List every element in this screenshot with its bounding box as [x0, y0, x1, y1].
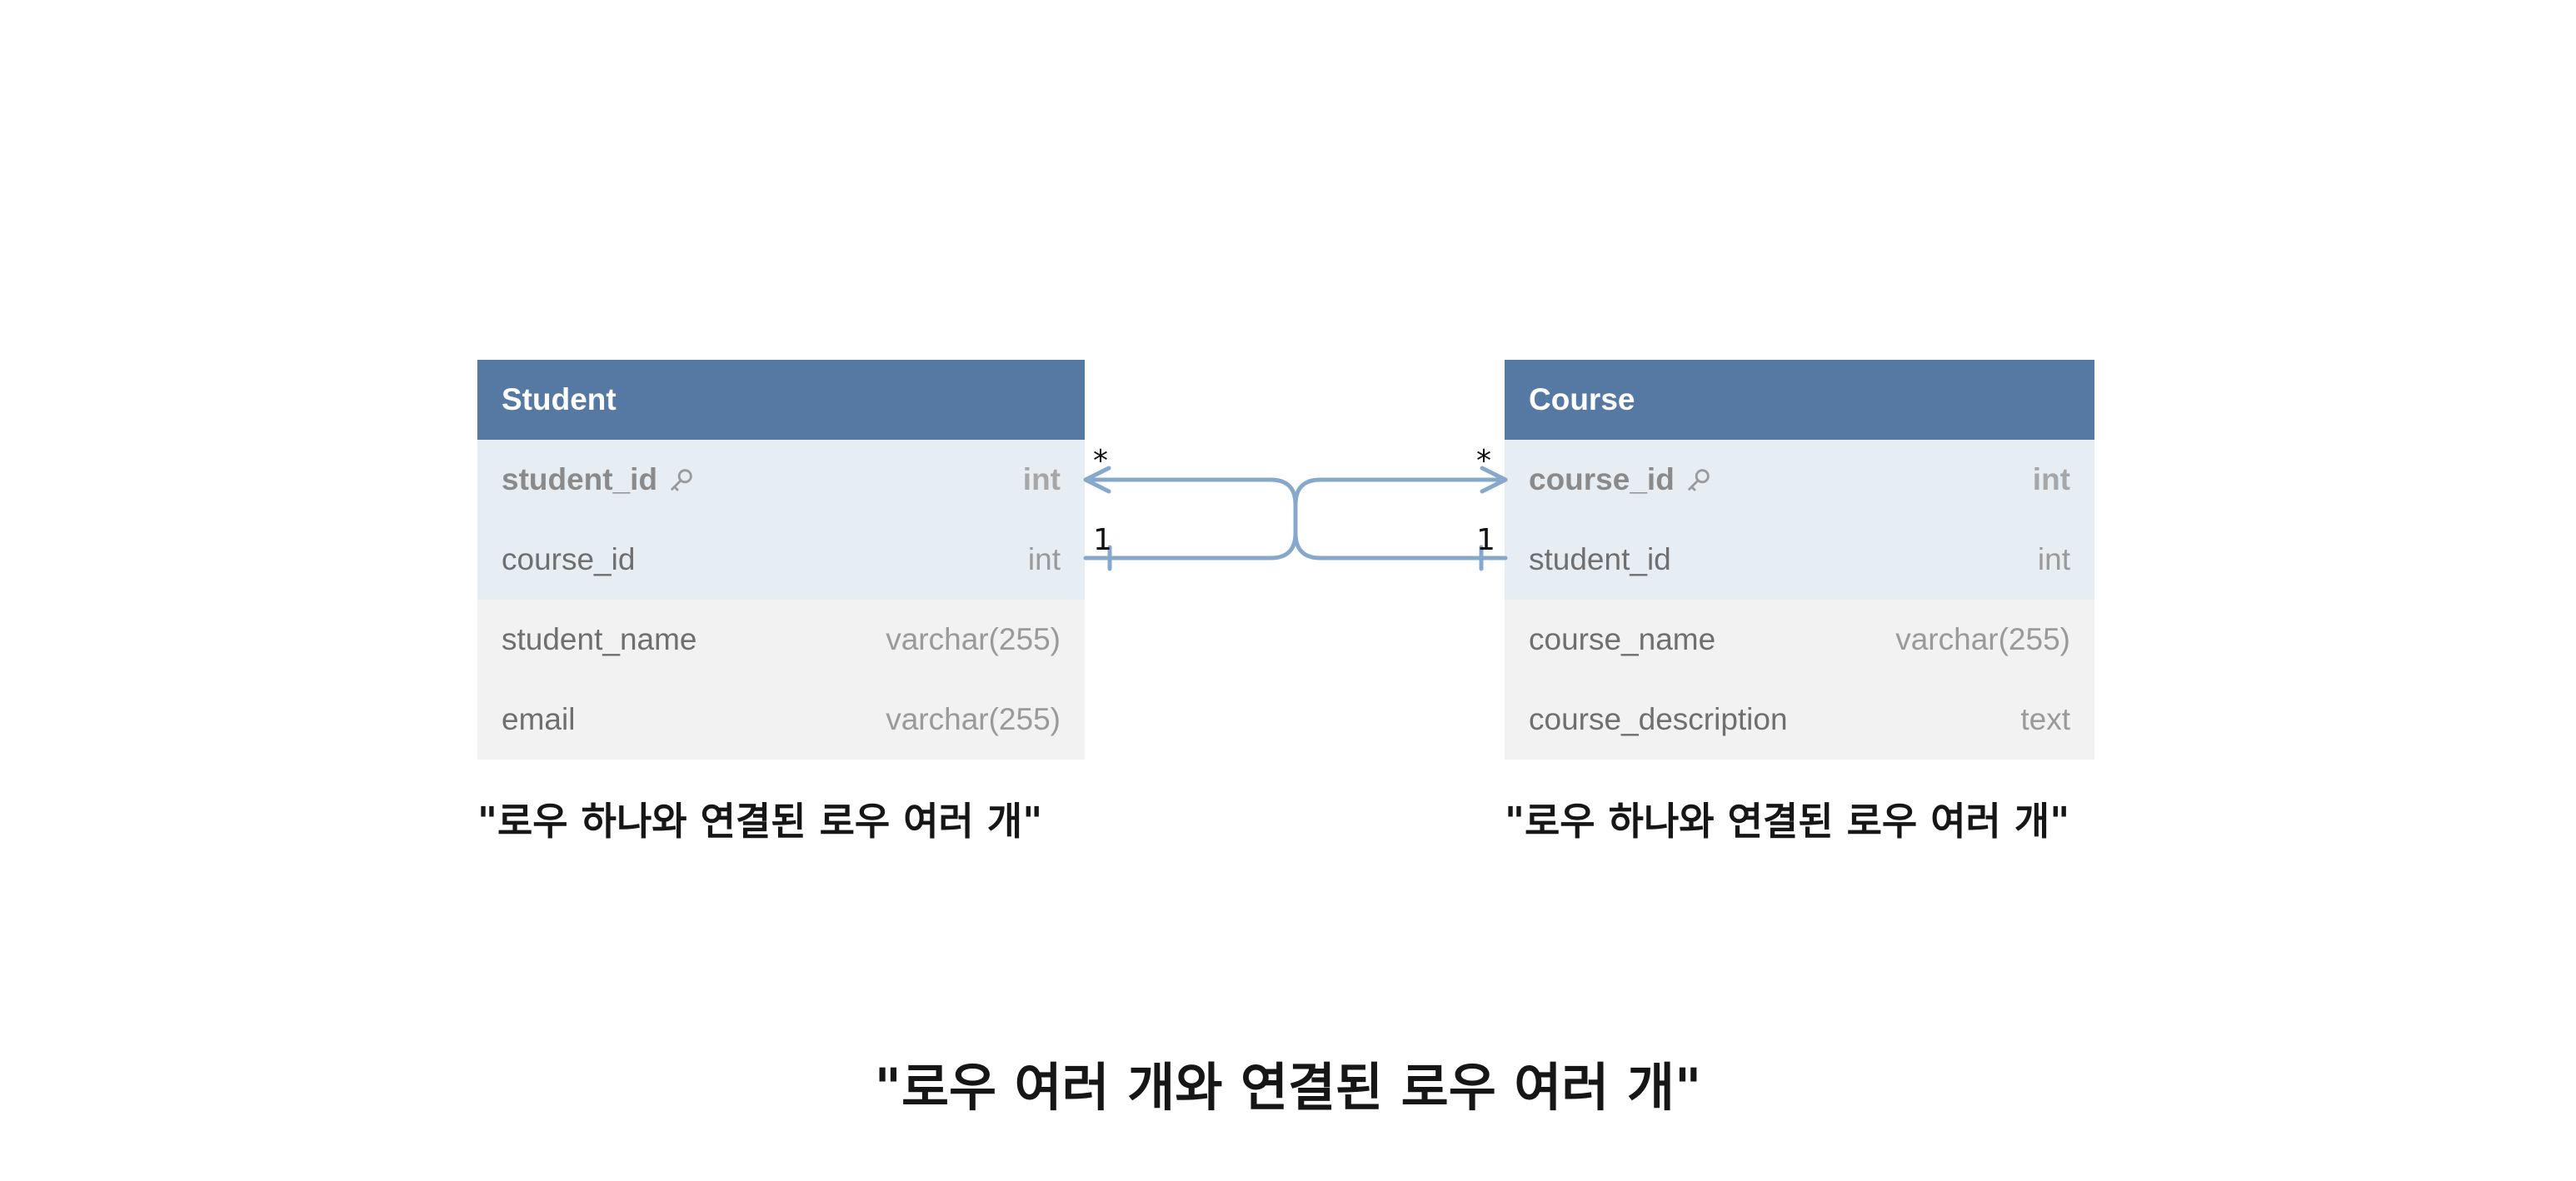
crows-foot-left — [1083, 466, 1111, 494]
column-name: course_id — [1529, 462, 1675, 496]
course-table-title: Course — [1505, 360, 2094, 440]
student-row-email[interactable]: email varchar(255) — [477, 680, 1085, 760]
caption-right: "로우 하나와 연결된 로우 여러 개" — [1505, 799, 2070, 844]
column-type: varchar(255) — [1895, 622, 2070, 656]
column-name: email — [502, 702, 576, 736]
column-name: student_name — [502, 622, 697, 656]
student-row-student-name[interactable]: student_name varchar(255) — [477, 600, 1085, 680]
course-row-course-id[interactable]: course_id int — [1505, 440, 2094, 520]
crows-foot-right — [1480, 466, 1508, 494]
cardinality-right-many: * — [1476, 444, 1491, 478]
cardinality-left-many: * — [1093, 444, 1108, 478]
column-type: int — [1022, 462, 1061, 496]
column-type: int — [1027, 542, 1061, 576]
column-type: text — [2020, 702, 2070, 736]
column-name: course_id — [502, 542, 636, 576]
key-icon — [671, 469, 692, 491]
column-type: varchar(255) — [886, 622, 1061, 656]
student-row-course-id[interactable]: course_id int — [477, 520, 1085, 600]
course-table[interactable]: Course course_id int student_id int cour… — [1505, 360, 2094, 760]
column-name: student_id — [1529, 542, 1671, 576]
connector-lower — [1083, 477, 1508, 561]
cardinality-right-one: 1 — [1476, 523, 1495, 557]
cardinality-left-one: 1 — [1093, 523, 1112, 557]
column-type: int — [2032, 462, 2070, 496]
caption-bottom: "로우 여러 개와 연결된 로우 여러 개" — [874, 1057, 1702, 1118]
student-row-student-id[interactable]: student_id int — [477, 440, 1085, 520]
course-row-course-description[interactable]: course_description text — [1505, 680, 2094, 760]
key-icon — [1688, 469, 1710, 491]
column-type: varchar(255) — [886, 702, 1061, 736]
column-name: student_id — [502, 462, 658, 496]
course-row-course-name[interactable]: course_name varchar(255) — [1505, 600, 2094, 680]
student-table-title: Student — [477, 360, 1085, 440]
column-name: course_description — [1529, 702, 1788, 736]
column-type: int — [2037, 542, 2070, 576]
connector-upper — [1083, 477, 1508, 561]
column-name: course_name — [1529, 622, 1716, 656]
caption-left: "로우 하나와 연결된 로우 여러 개" — [477, 799, 1043, 844]
student-table[interactable]: Student student_id int course_id int stu… — [477, 360, 1085, 760]
course-row-student-id[interactable]: student_id int — [1505, 520, 2094, 600]
